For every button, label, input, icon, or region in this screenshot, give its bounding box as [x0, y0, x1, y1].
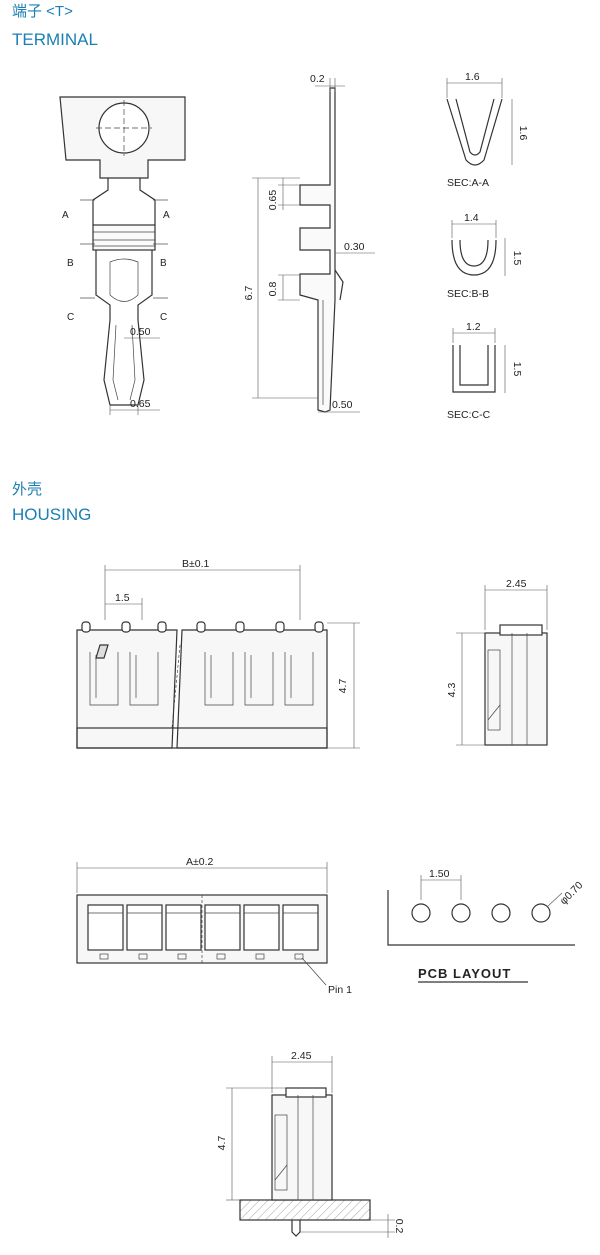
- pcb-layout: 1.50 φ0.70 PCB LAYOUT: [387, 868, 586, 983]
- housing-title-en: HOUSING: [12, 505, 92, 524]
- front-dim-050: 0.50: [130, 326, 151, 338]
- pcb-hole: [411, 903, 431, 923]
- sec-b-right: B: [160, 258, 167, 269]
- terminal-front-view: A A B B C C 0.50 0.65: [59, 96, 186, 415]
- sec-c-right: C: [160, 312, 167, 323]
- front-dim-065: 0.65: [130, 398, 151, 410]
- housing-dim-h: 4.7: [337, 679, 349, 694]
- pcb-hole: [451, 903, 471, 923]
- housing-pins: [81, 621, 324, 633]
- pin1-label: Pin 1: [328, 984, 352, 996]
- pcb-pitch: 1.50: [429, 868, 450, 880]
- sec-bb-label: SEC:B-B: [447, 288, 489, 300]
- top-tabs: [99, 953, 304, 960]
- sec-cc-label: SEC:C-C: [447, 409, 491, 421]
- sec-b-left: B: [67, 258, 74, 269]
- mounted-dim-b: 0.2: [393, 1219, 405, 1234]
- terminal-title-cn: 端子 <T>: [12, 3, 73, 20]
- sec-bb-height: 1.5: [511, 251, 523, 266]
- housing-dim-b: B±0.1: [182, 558, 210, 570]
- pcb-hole: [531, 903, 551, 923]
- pcb-hole: [491, 903, 511, 923]
- section-c-c: 1.2 1.5 SEC:C-C: [447, 321, 523, 421]
- terminal-side-view: 0.2 0.65 0.30 6.7 0.8 0.50: [243, 73, 375, 413]
- top-dim-a: A±0.2: [186, 856, 214, 868]
- section-a-a: 1.6 1.6 SEC:A-A: [446, 71, 529, 189]
- housing-top-view: A±0.2 Pin 1: [76, 856, 352, 996]
- sec-cc-width: 1.2: [466, 321, 481, 333]
- sec-c-left: C: [67, 312, 74, 323]
- pcb-hole-dia: φ0.70: [558, 879, 586, 907]
- mounted-dim-h: 4.7: [216, 1136, 228, 1151]
- mounted-dim-w: 2.45: [291, 1050, 312, 1062]
- sec-a-left: A: [62, 210, 69, 221]
- side-dim-065: 0.65: [267, 190, 279, 211]
- sec-aa-width: 1.6: [465, 71, 480, 83]
- side-housing-dim-w: 2.45: [506, 578, 527, 590]
- top-cells: [87, 904, 319, 951]
- terminal-profile: [299, 87, 336, 413]
- sec-aa-height: 1.6: [517, 126, 529, 141]
- section-b-b: 1.4 1.5 SEC:B-B: [447, 212, 523, 300]
- terminal-title-en: TERMINAL: [12, 30, 98, 49]
- sec-a-right: A: [163, 210, 170, 221]
- sec-cc-height: 1.5: [511, 362, 523, 377]
- sec-aa-label: SEC:A-A: [447, 177, 489, 189]
- pcb-layout-label: PCB LAYOUT: [418, 966, 511, 981]
- side-dim-08: 0.8: [267, 282, 279, 297]
- sec-bb-width: 1.4: [464, 212, 479, 224]
- housing-cavities: [89, 652, 314, 706]
- housing-dim-pitch: 1.5: [115, 592, 130, 604]
- side-dim-050: 0.50: [332, 399, 353, 411]
- side-dim-02: 0.2: [310, 73, 325, 85]
- side-dim-030: 0.30: [344, 241, 365, 253]
- housing-front-view: B±0.1 1.5 4.7: [76, 558, 360, 749]
- mounted-side-view: 2.45 4.7 0.2: [216, 1050, 405, 1238]
- pcb-board: [239, 1199, 371, 1221]
- housing-title-cn: 外壳: [12, 481, 43, 498]
- pin1-marker: [95, 644, 109, 659]
- side-housing-dim-h: 4.3: [446, 683, 458, 698]
- housing-side-view: 2.45 4.3: [446, 578, 548, 746]
- side-dim-67: 6.7: [243, 286, 255, 301]
